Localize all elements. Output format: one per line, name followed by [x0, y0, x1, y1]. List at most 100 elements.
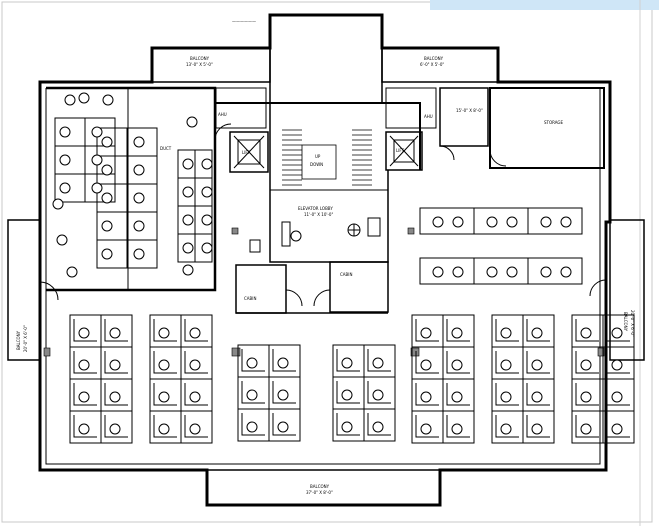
desk-return [446, 415, 470, 438]
chair [580, 359, 592, 371]
chair [277, 421, 289, 433]
balcony-bottom-label: BALCONY [310, 484, 330, 489]
desk-return [367, 381, 391, 404]
chair [186, 116, 198, 128]
chairs [52, 92, 623, 435]
chair [201, 158, 213, 170]
chair [78, 327, 90, 339]
chair [531, 423, 543, 435]
desk-return [526, 351, 550, 374]
desk-return [575, 319, 599, 342]
balcony-left-size: 20'-0" X 6'-0" [23, 325, 28, 352]
chair [78, 423, 90, 435]
desk-return [272, 349, 296, 372]
desk-return [495, 351, 519, 374]
balcony-top-right-outline [381, 47, 499, 83]
top-tag: —————— [232, 19, 256, 24]
chair [158, 391, 170, 403]
chair [182, 186, 194, 198]
chair [531, 359, 543, 371]
desk-return [241, 349, 265, 372]
bench-desk [473, 257, 529, 285]
toilet-right [385, 87, 437, 129]
desk-return [153, 351, 177, 374]
desk-return [367, 413, 391, 436]
chair [101, 248, 113, 260]
desk-return [526, 415, 550, 438]
bench-desk [527, 207, 583, 235]
balcony-right-label: BALCONY [623, 312, 628, 332]
chair [611, 391, 623, 403]
chair [420, 423, 432, 435]
bench-desk [419, 257, 475, 285]
desk-return [526, 319, 550, 342]
lift-left-box [229, 131, 269, 173]
chair [101, 136, 113, 148]
chair [540, 266, 552, 278]
balcony-bottom-size: 37'-0" X 8'-0" [306, 490, 333, 495]
chair [341, 357, 353, 369]
chair [451, 391, 463, 403]
toilet-left [215, 87, 267, 129]
chair [611, 327, 623, 339]
chair [91, 182, 103, 194]
chair [189, 423, 201, 435]
lift-left-label: LIFT [242, 150, 251, 155]
building-walls [7, 13, 645, 507]
balcony-right-size: 20'-0" X 6'-0" [630, 310, 635, 337]
stair-landing [301, 144, 337, 180]
chair [189, 391, 201, 403]
door-cabin-right [313, 289, 331, 307]
chair [158, 327, 170, 339]
chair [420, 391, 432, 403]
chair [451, 423, 463, 435]
lobby-wall [269, 103, 389, 263]
chair [611, 423, 623, 435]
chair [611, 359, 623, 371]
chair [420, 327, 432, 339]
desk-return [606, 351, 630, 374]
desk-return [415, 383, 439, 406]
chair [580, 423, 592, 435]
balcony-right-outline [609, 219, 645, 361]
desk-return [575, 383, 599, 406]
desk-return [526, 383, 550, 406]
chair [560, 216, 572, 228]
bench-desk [473, 207, 529, 235]
lobby-furniture [249, 217, 381, 253]
staircase [282, 129, 372, 186]
chair [59, 154, 71, 166]
desk-return [104, 415, 128, 438]
desk-return [367, 349, 391, 372]
chair [531, 391, 543, 403]
door-cabin-left [285, 289, 303, 307]
chair [59, 182, 71, 194]
chair [486, 216, 498, 228]
chair [246, 357, 258, 369]
reception-desk [367, 217, 381, 237]
chair [133, 220, 145, 232]
duct-label: DUCT [160, 146, 172, 151]
chair [182, 242, 194, 254]
desk-return [104, 319, 128, 342]
chair [182, 214, 194, 226]
door-left [39, 281, 59, 301]
chair [158, 423, 170, 435]
desk-return [272, 381, 296, 404]
stair-down-label: DOWN [310, 162, 323, 167]
chair [109, 391, 121, 403]
ahu-right-label: AHU [424, 114, 433, 119]
chair [201, 186, 213, 198]
lift-right-box [385, 131, 423, 171]
inner-wall [45, 88, 601, 465]
desk-return [606, 383, 630, 406]
chair [372, 421, 384, 433]
storage-label: STORAGE [544, 120, 564, 125]
chair [158, 359, 170, 371]
chair [101, 220, 113, 232]
desk-return [184, 383, 208, 406]
desk-return [606, 319, 630, 342]
chair [580, 327, 592, 339]
store-room-wall [439, 87, 489, 147]
chair [201, 242, 213, 254]
